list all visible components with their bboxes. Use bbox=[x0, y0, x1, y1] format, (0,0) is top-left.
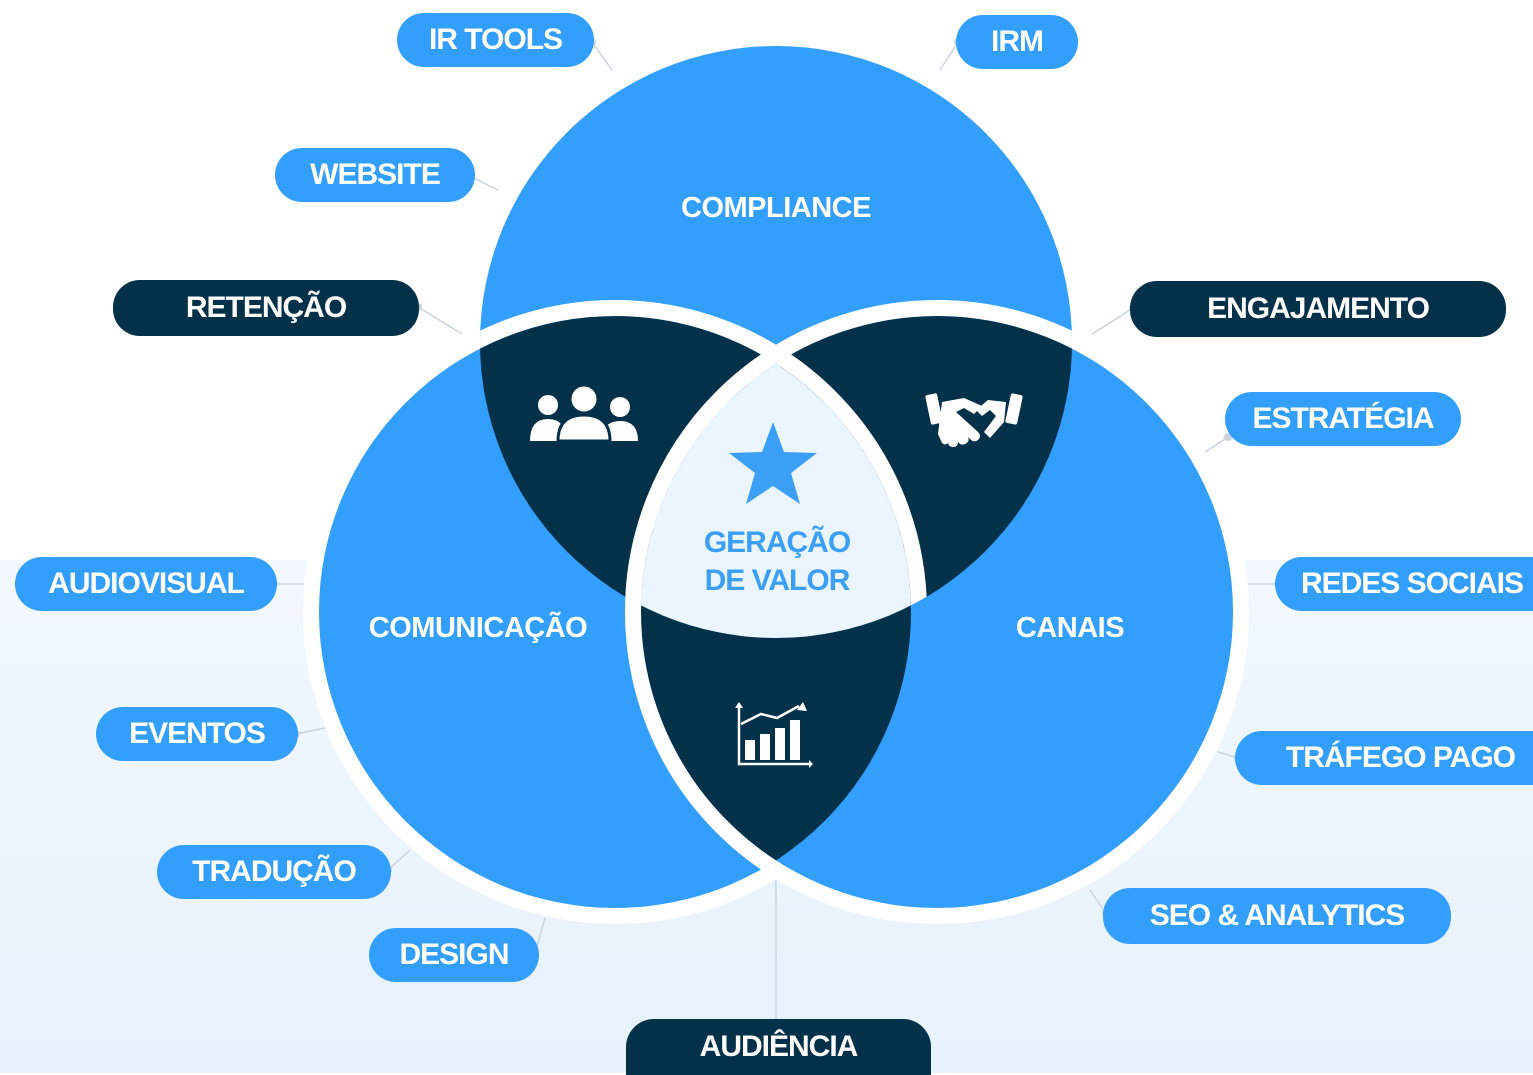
pill-audiovisual: AUDIOVISUAL bbox=[15, 557, 277, 611]
center-label-line1: GERAÇÃO bbox=[703, 526, 851, 559]
pill-engajamento: ENGAJAMENTO bbox=[1130, 281, 1506, 337]
pill-website: WEBSITE bbox=[275, 148, 475, 202]
circle-label-top: COMPLIANCE bbox=[681, 192, 871, 224]
pill-retencao: RETENÇÃO bbox=[113, 280, 419, 336]
pill-redes-sociais: REDES SOCIAIS bbox=[1275, 557, 1533, 611]
handshake-icon bbox=[925, 393, 1023, 447]
people-group-icon bbox=[530, 383, 638, 443]
pill-audiencia: AUDIÊNCIA bbox=[626, 1019, 931, 1075]
pill-traducao: TRADUÇÃO bbox=[157, 845, 391, 899]
pill-ir-tools: IR TOOLS bbox=[397, 13, 594, 67]
pill-eventos: EVENTOS bbox=[96, 707, 298, 761]
pill-irm: IRM bbox=[956, 15, 1078, 69]
center-label: GERAÇÃO DE VALOR bbox=[703, 524, 851, 600]
center-label-line2: DE VALOR bbox=[704, 564, 851, 597]
pill-trafego-pago: TRÁFEGO PAGO bbox=[1235, 731, 1533, 785]
bar-chart-growth-icon bbox=[735, 702, 813, 768]
circle-label-right: CANAIS bbox=[1015, 612, 1125, 644]
star-icon bbox=[729, 422, 817, 504]
pill-design: DESIGN bbox=[369, 928, 539, 982]
pill-estrategia: ESTRATÉGIA bbox=[1225, 392, 1461, 446]
pill-seo-analytics: SEO & ANALYTICS bbox=[1103, 888, 1451, 944]
circle-label-left: COMUNICAÇÃO bbox=[368, 612, 588, 644]
